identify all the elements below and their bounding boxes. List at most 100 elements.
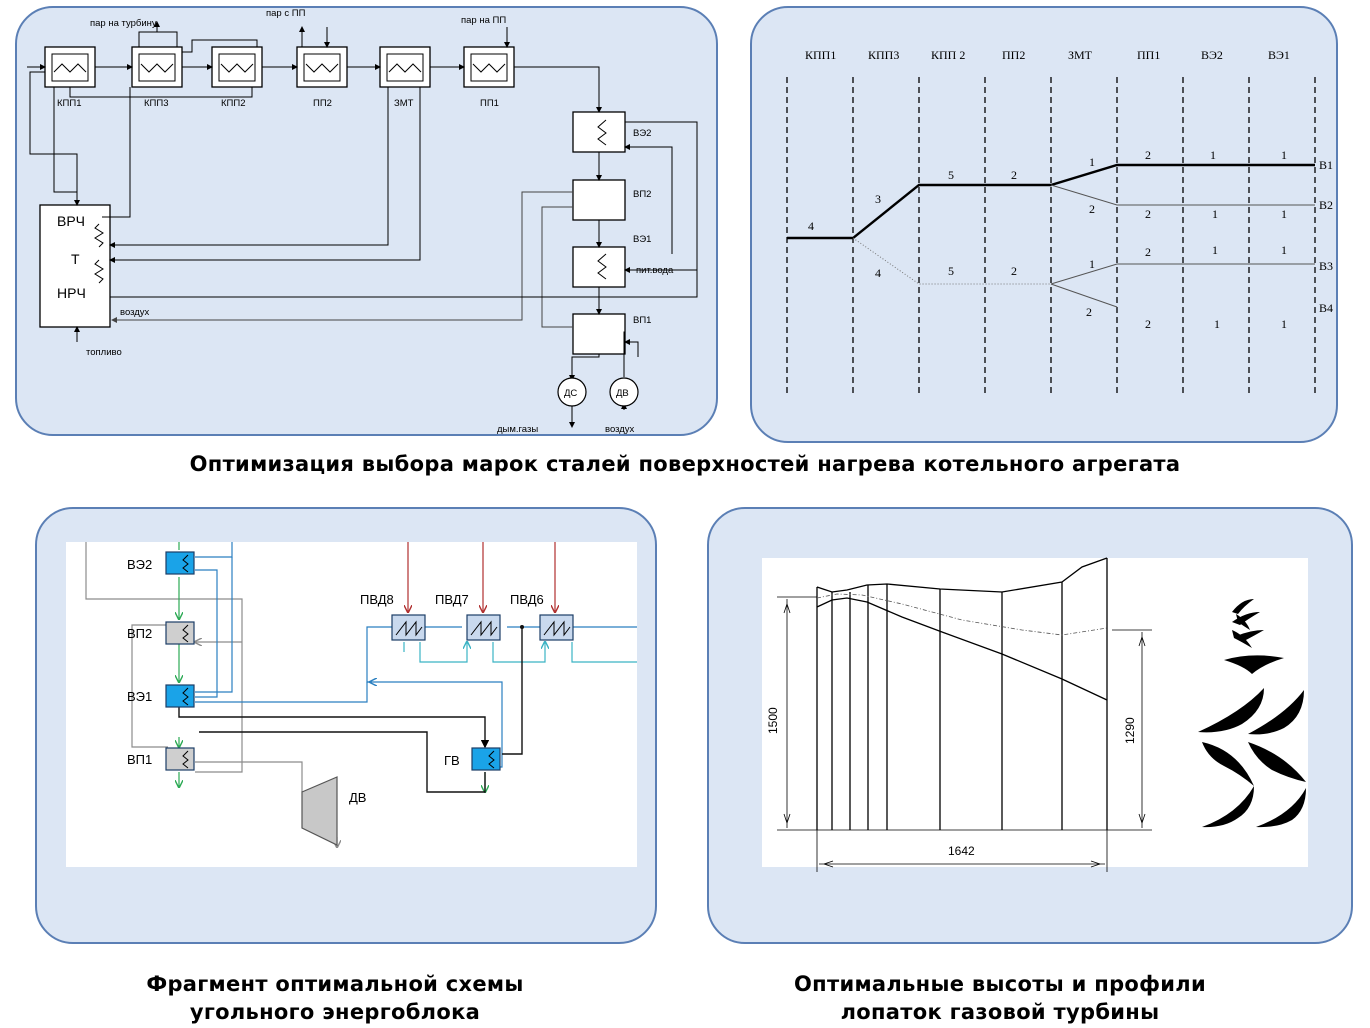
num-v1-kpp2: 5 — [948, 168, 954, 182]
label-ve1: ВЭ1 — [633, 234, 651, 245]
blade-profiles — [1198, 599, 1306, 828]
ve1-box — [572, 246, 626, 288]
num-v1-pp2: 2 — [1011, 168, 1017, 182]
num-v4-pp1: 2 — [1145, 317, 1151, 331]
power-unit-canvas — [66, 542, 637, 867]
col-header-pp2: ПП2 — [1002, 48, 1025, 62]
boiler-scheme-diagram: пар на турбину пар с ПП пар на ПП КПП1 К… — [27, 8, 698, 435]
label-pvd8: ПВД8 — [360, 592, 394, 607]
col-header-ve2: ВЭ2 — [1201, 48, 1223, 62]
boiler-scheme-panel: пар на турбину пар с ПП пар на ПП КПП1 К… — [15, 6, 718, 436]
num-v3-pp1: 2 — [1145, 245, 1151, 259]
variant-dotted-path — [852, 237, 1051, 285]
col-header-kpp2: КПП 2 — [931, 48, 965, 62]
num-v1-ve2: 1 — [1210, 148, 1216, 162]
power-unit-diagram: ВЭ2 ВП2 ВЭ1 ВП1 ПВД8 ПВД7 ПВД6 ГВ ДВ — [66, 542, 637, 867]
label-vp1: ВП1 — [127, 752, 152, 767]
vp1-box — [572, 313, 626, 355]
num-v1-kpp1: 4 — [808, 219, 814, 233]
label-air-bottom: воздух — [605, 424, 635, 435]
label-flue-gas: дым.газы — [497, 424, 538, 435]
label-ve2: ВЭ2 — [633, 128, 651, 139]
variant-label-v4: В4 — [1319, 301, 1333, 315]
variant-v1-path — [787, 163, 1315, 240]
label-dv: ДВ — [616, 388, 629, 399]
ve1-hx — [165, 684, 195, 708]
gv-hx — [471, 747, 501, 771]
caption-bl-line2: угольного энергоблока — [189, 1000, 481, 1024]
label-ve2: ВЭ2 — [127, 557, 152, 572]
label-pvd6: ПВД6 — [510, 592, 544, 607]
vp2-box — [572, 179, 626, 221]
label-kpp1: КПП1 — [57, 98, 81, 109]
num-v4-ve2: 1 — [1214, 317, 1220, 331]
num-v3-pp2: 2 — [1011, 264, 1017, 278]
label-ds: ДС — [564, 388, 577, 399]
blade-canvas — [762, 558, 1308, 867]
vp2-hx — [165, 621, 195, 645]
pvd8-hx — [391, 614, 426, 641]
pvd7-hx — [466, 614, 501, 641]
turbine-blades-panel: 1500 1290 1642 — [707, 507, 1353, 944]
turbine-blades-diagram: 1500 1290 1642 — [762, 557, 1308, 872]
num-v3-ve2: 1 — [1212, 243, 1218, 257]
label-pp2: ПП2 — [313, 98, 332, 109]
dim-length: 1642 — [948, 844, 975, 858]
label-kpp2: КПП2 — [221, 98, 245, 109]
label-kpp3: КПП3 — [144, 98, 168, 109]
variant-label-v1: В1 — [1319, 158, 1333, 172]
num-v4-zmt: 2 — [1086, 305, 1092, 319]
num-v2-ve1: 1 — [1281, 207, 1287, 221]
pvd6-hx — [539, 614, 574, 641]
caption-br-line1: Оптимальные высоты и профили — [794, 972, 1206, 996]
caption-bottom-left: Фрагмент оптимальной схемы угольного эне… — [35, 970, 635, 1026]
label-zmt: ЗМТ — [394, 98, 414, 109]
label-ve1: ВЭ1 — [127, 689, 152, 704]
num-v3-ve1: 1 — [1281, 243, 1287, 257]
label-vp2: ВП2 — [633, 189, 651, 200]
num-v1-zmt: 1 — [1089, 155, 1095, 169]
num-v3-kpp3: 4 — [875, 266, 881, 280]
label-t: Т — [71, 251, 80, 267]
mean-line — [816, 593, 1108, 636]
col-header-pp1: ПП1 — [1137, 48, 1160, 62]
steel-variants-panel: КПП1 КПП3 КПП 2 ПП2 ЗМТ ПП1 ВЭ2 ВЭ1 4 3 … — [750, 6, 1338, 443]
num-v1-kpp3: 3 — [875, 192, 881, 206]
col-header-kpp1: КПП1 — [805, 48, 836, 62]
power-unit-panel: ВЭ2 ВП2 ВЭ1 ВП1 ПВД8 ПВД7 ПВД6 ГВ ДВ — [35, 507, 657, 944]
num-v2-ve2: 1 — [1212, 207, 1218, 221]
label-steam-to-turbine: пар на турбину — [90, 18, 157, 29]
label-pvd7: ПВД7 — [435, 592, 469, 607]
label-steam-from-rh: пар с ПП — [266, 8, 306, 19]
label-feedwater: пит.вода — [636, 265, 674, 276]
label-gv: ГВ — [444, 753, 460, 768]
steel-variants-diagram: КПП1 КПП3 КПП 2 ПП2 ЗМТ ПП1 ВЭ2 ВЭ1 4 3 … — [786, 48, 1333, 397]
num-v1-ve1: 1 — [1281, 148, 1287, 162]
dv-blower — [609, 377, 639, 407]
label-steam-to-rh: пар на ПП — [461, 15, 506, 26]
num-v3-kpp2: 5 — [948, 264, 954, 278]
dim-height-right: 1290 — [1123, 717, 1137, 744]
num-v1-pp1: 2 — [1145, 148, 1151, 162]
variant-label-v3: В3 — [1319, 259, 1333, 273]
caption-top: Оптимизация выбора марок сталей поверхно… — [189, 452, 1181, 476]
num-v4-ve1: 1 — [1281, 317, 1287, 331]
dim-height-left: 1500 — [766, 707, 780, 734]
num-v2-zmt: 2 — [1089, 202, 1095, 216]
col-header-ve1: ВЭ1 — [1268, 48, 1290, 62]
label-dv: ДВ — [349, 790, 366, 805]
vp1-hx — [165, 747, 195, 771]
ve2-box — [572, 111, 626, 153]
variant-v4-path — [1050, 283, 1118, 308]
caption-bottom-right: Оптимальные высоты и профили лопаток газ… — [690, 970, 1310, 1026]
ve2-hx — [165, 551, 195, 575]
dv-fan-shape — [301, 776, 338, 846]
variant-v2-path — [1050, 184, 1315, 206]
num-v2-pp1: 2 — [1145, 207, 1151, 221]
label-vrch: ВРЧ — [57, 213, 85, 229]
caption-br-line2: лопаток газовой турбины — [840, 1000, 1160, 1024]
label-air-left: воздух — [120, 307, 150, 318]
label-vp1: ВП1 — [633, 315, 651, 326]
col-header-zmt: ЗМТ — [1068, 48, 1093, 62]
caption-bl-line1: Фрагмент оптимальной схемы — [146, 972, 524, 996]
